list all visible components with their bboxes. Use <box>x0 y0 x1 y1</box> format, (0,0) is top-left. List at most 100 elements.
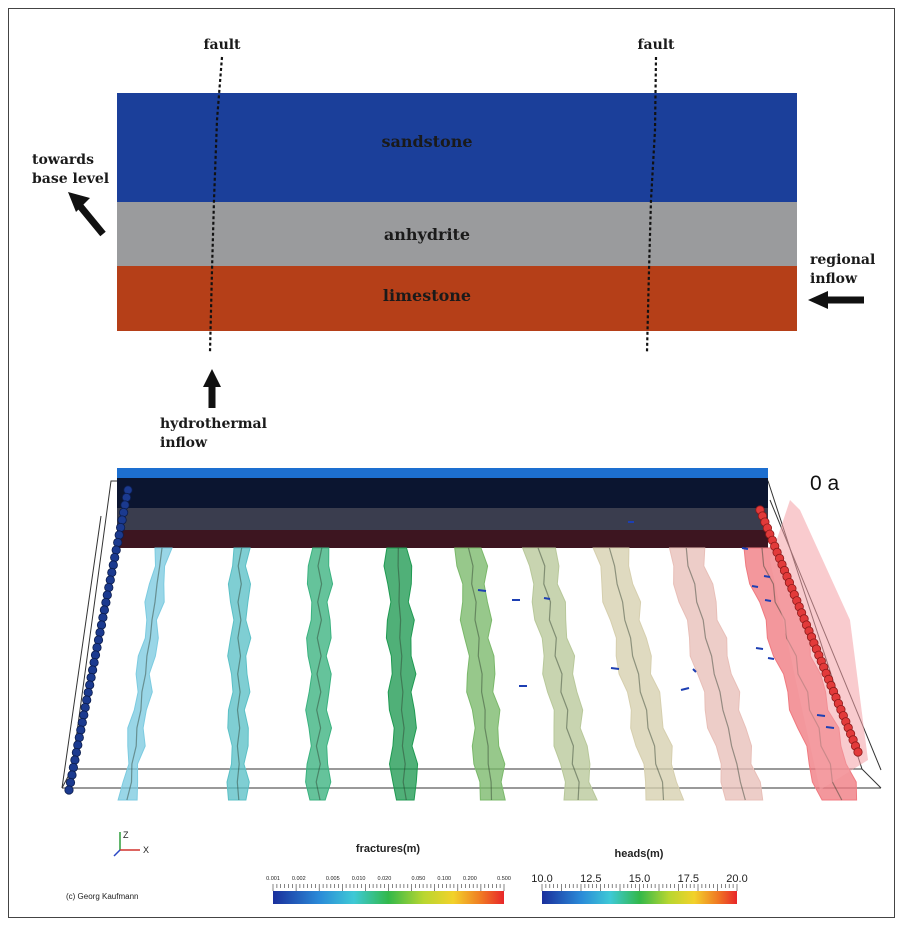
head-bead-left <box>67 770 77 780</box>
fractures-legend-ticks: 0.001 0.002 0.005 0.010 0.020 0.050 0.100 0.200… <box>266 876 511 891</box>
limestone-layer <box>117 266 797 331</box>
head-bead-left <box>111 545 121 555</box>
figure-frame <box>8 8 895 918</box>
fracture-spine <box>608 547 665 801</box>
heads-tick-label: 12.5 <box>580 873 601 885</box>
back-wall-bottom <box>117 530 768 548</box>
head-bead-left <box>96 620 107 630</box>
head-bead-left <box>105 575 115 585</box>
fracture-spine <box>467 547 493 801</box>
fractures-legend-title: fractures(m) <box>356 843 421 855</box>
sandstone-layer <box>117 93 797 202</box>
fractures-tick-label: 0.005 <box>326 876 340 882</box>
model-box-edge-right <box>861 768 882 789</box>
anhydrite-layer <box>117 202 797 266</box>
axis-triad: Z X <box>113 830 149 857</box>
head-bead-left <box>101 597 111 608</box>
model-box-edge-left-front <box>61 515 102 789</box>
limestone-label: limestone <box>383 286 471 305</box>
head-bead-left <box>70 755 80 765</box>
head-bead-left <box>119 507 129 518</box>
head-bead-left <box>113 537 123 548</box>
fault-label-left: fault <box>203 37 241 53</box>
head-bead-left <box>65 777 76 788</box>
head-bead-left <box>110 552 120 563</box>
fracture-spine <box>236 547 243 801</box>
head-bead-left <box>68 762 79 773</box>
head-bead-left <box>102 590 112 600</box>
head-bead-left <box>98 612 108 623</box>
head-bead-left <box>120 500 130 510</box>
head-bead-right <box>853 747 863 757</box>
heads-tick-label: 20.0 <box>726 873 747 885</box>
hydrothermal-label-1: hydrothermal <box>160 416 267 432</box>
head-bead-left <box>79 710 89 720</box>
heads-tick-label: 17.5 <box>678 873 699 885</box>
fracture-spine <box>315 547 323 801</box>
hydrothermal-inflow-arrow <box>203 369 221 408</box>
heads-tick-label: 15.0 <box>629 873 650 885</box>
head-bead-left <box>71 747 82 758</box>
head-bead-left <box>89 657 99 668</box>
regional-inflow-label-2: inflow <box>810 271 858 287</box>
fractures-tick-label: 0.001 <box>266 876 280 882</box>
head-bead-left <box>64 785 74 795</box>
regional-inflow-label-1: regional <box>810 252 875 268</box>
back-wall-middle <box>117 508 768 530</box>
head-bead-left <box>117 515 127 525</box>
head-bead-left <box>104 582 114 593</box>
fracture-planes <box>117 500 868 801</box>
head-bead-left <box>121 492 132 503</box>
fractures-tick-label: 0.010 <box>352 876 366 882</box>
model-3d-view: 0 a Z X (c) Georg Kaufmann <box>61 468 882 901</box>
axis-x-label: X <box>143 845 149 855</box>
head-bead-left <box>88 665 98 675</box>
fault-label-right: fault <box>637 37 675 53</box>
head-bead-left <box>74 732 84 743</box>
head-bead-left <box>82 695 92 705</box>
fracture-plane <box>668 547 764 801</box>
head-bead-left <box>86 672 96 683</box>
fractures-tick-label: 0.002 <box>292 876 306 882</box>
fracture-plane <box>521 547 598 801</box>
heads-tick-label: 10.0 <box>531 873 552 885</box>
head-bead-left <box>83 687 93 698</box>
head-bead-left <box>77 717 87 728</box>
head-bead-left <box>73 740 83 750</box>
head-bead-left <box>76 725 86 735</box>
fractures-colorbar <box>273 891 504 904</box>
head-markers <box>477 521 835 729</box>
copyright-label: (c) Georg Kaufmann <box>66 892 138 901</box>
base-level-label-2: base level <box>32 171 109 187</box>
back-wall-top <box>117 478 768 508</box>
fracture-spine <box>397 547 407 801</box>
axis-z-label: Z <box>123 830 129 840</box>
time-label: 0 a <box>810 472 840 495</box>
head-bead-left <box>99 605 110 615</box>
fractures-tick-label: 0.020 <box>378 876 392 882</box>
fault-line-left <box>208 56 224 353</box>
left-boundary-beads <box>64 485 133 795</box>
fault-line-right <box>645 56 658 353</box>
base-level-label-1: towards <box>32 152 94 168</box>
cross-section: sandstone anhydrite limestone fault faul… <box>32 37 875 451</box>
head-bead-left <box>93 635 104 645</box>
head-bead-left <box>123 485 133 495</box>
hydrothermal-label-2: inflow <box>160 435 208 451</box>
heads-colorbar <box>542 891 737 904</box>
fracture-spine <box>685 547 746 801</box>
fracture-plane <box>226 547 252 801</box>
back-wall-sandstone <box>117 468 768 478</box>
anhydrite-label: anhydrite <box>384 225 470 244</box>
head-bead-left <box>80 702 90 713</box>
fracture-plane <box>117 547 173 801</box>
fractures-tick-label: 0.200 <box>463 876 477 882</box>
head-bead-left <box>90 650 101 660</box>
head-bead-left <box>95 627 105 638</box>
fracture-spine <box>537 547 580 801</box>
fractures-tick-label: 0.050 <box>412 876 426 882</box>
fractures-tick-label: 0.100 <box>437 876 451 882</box>
